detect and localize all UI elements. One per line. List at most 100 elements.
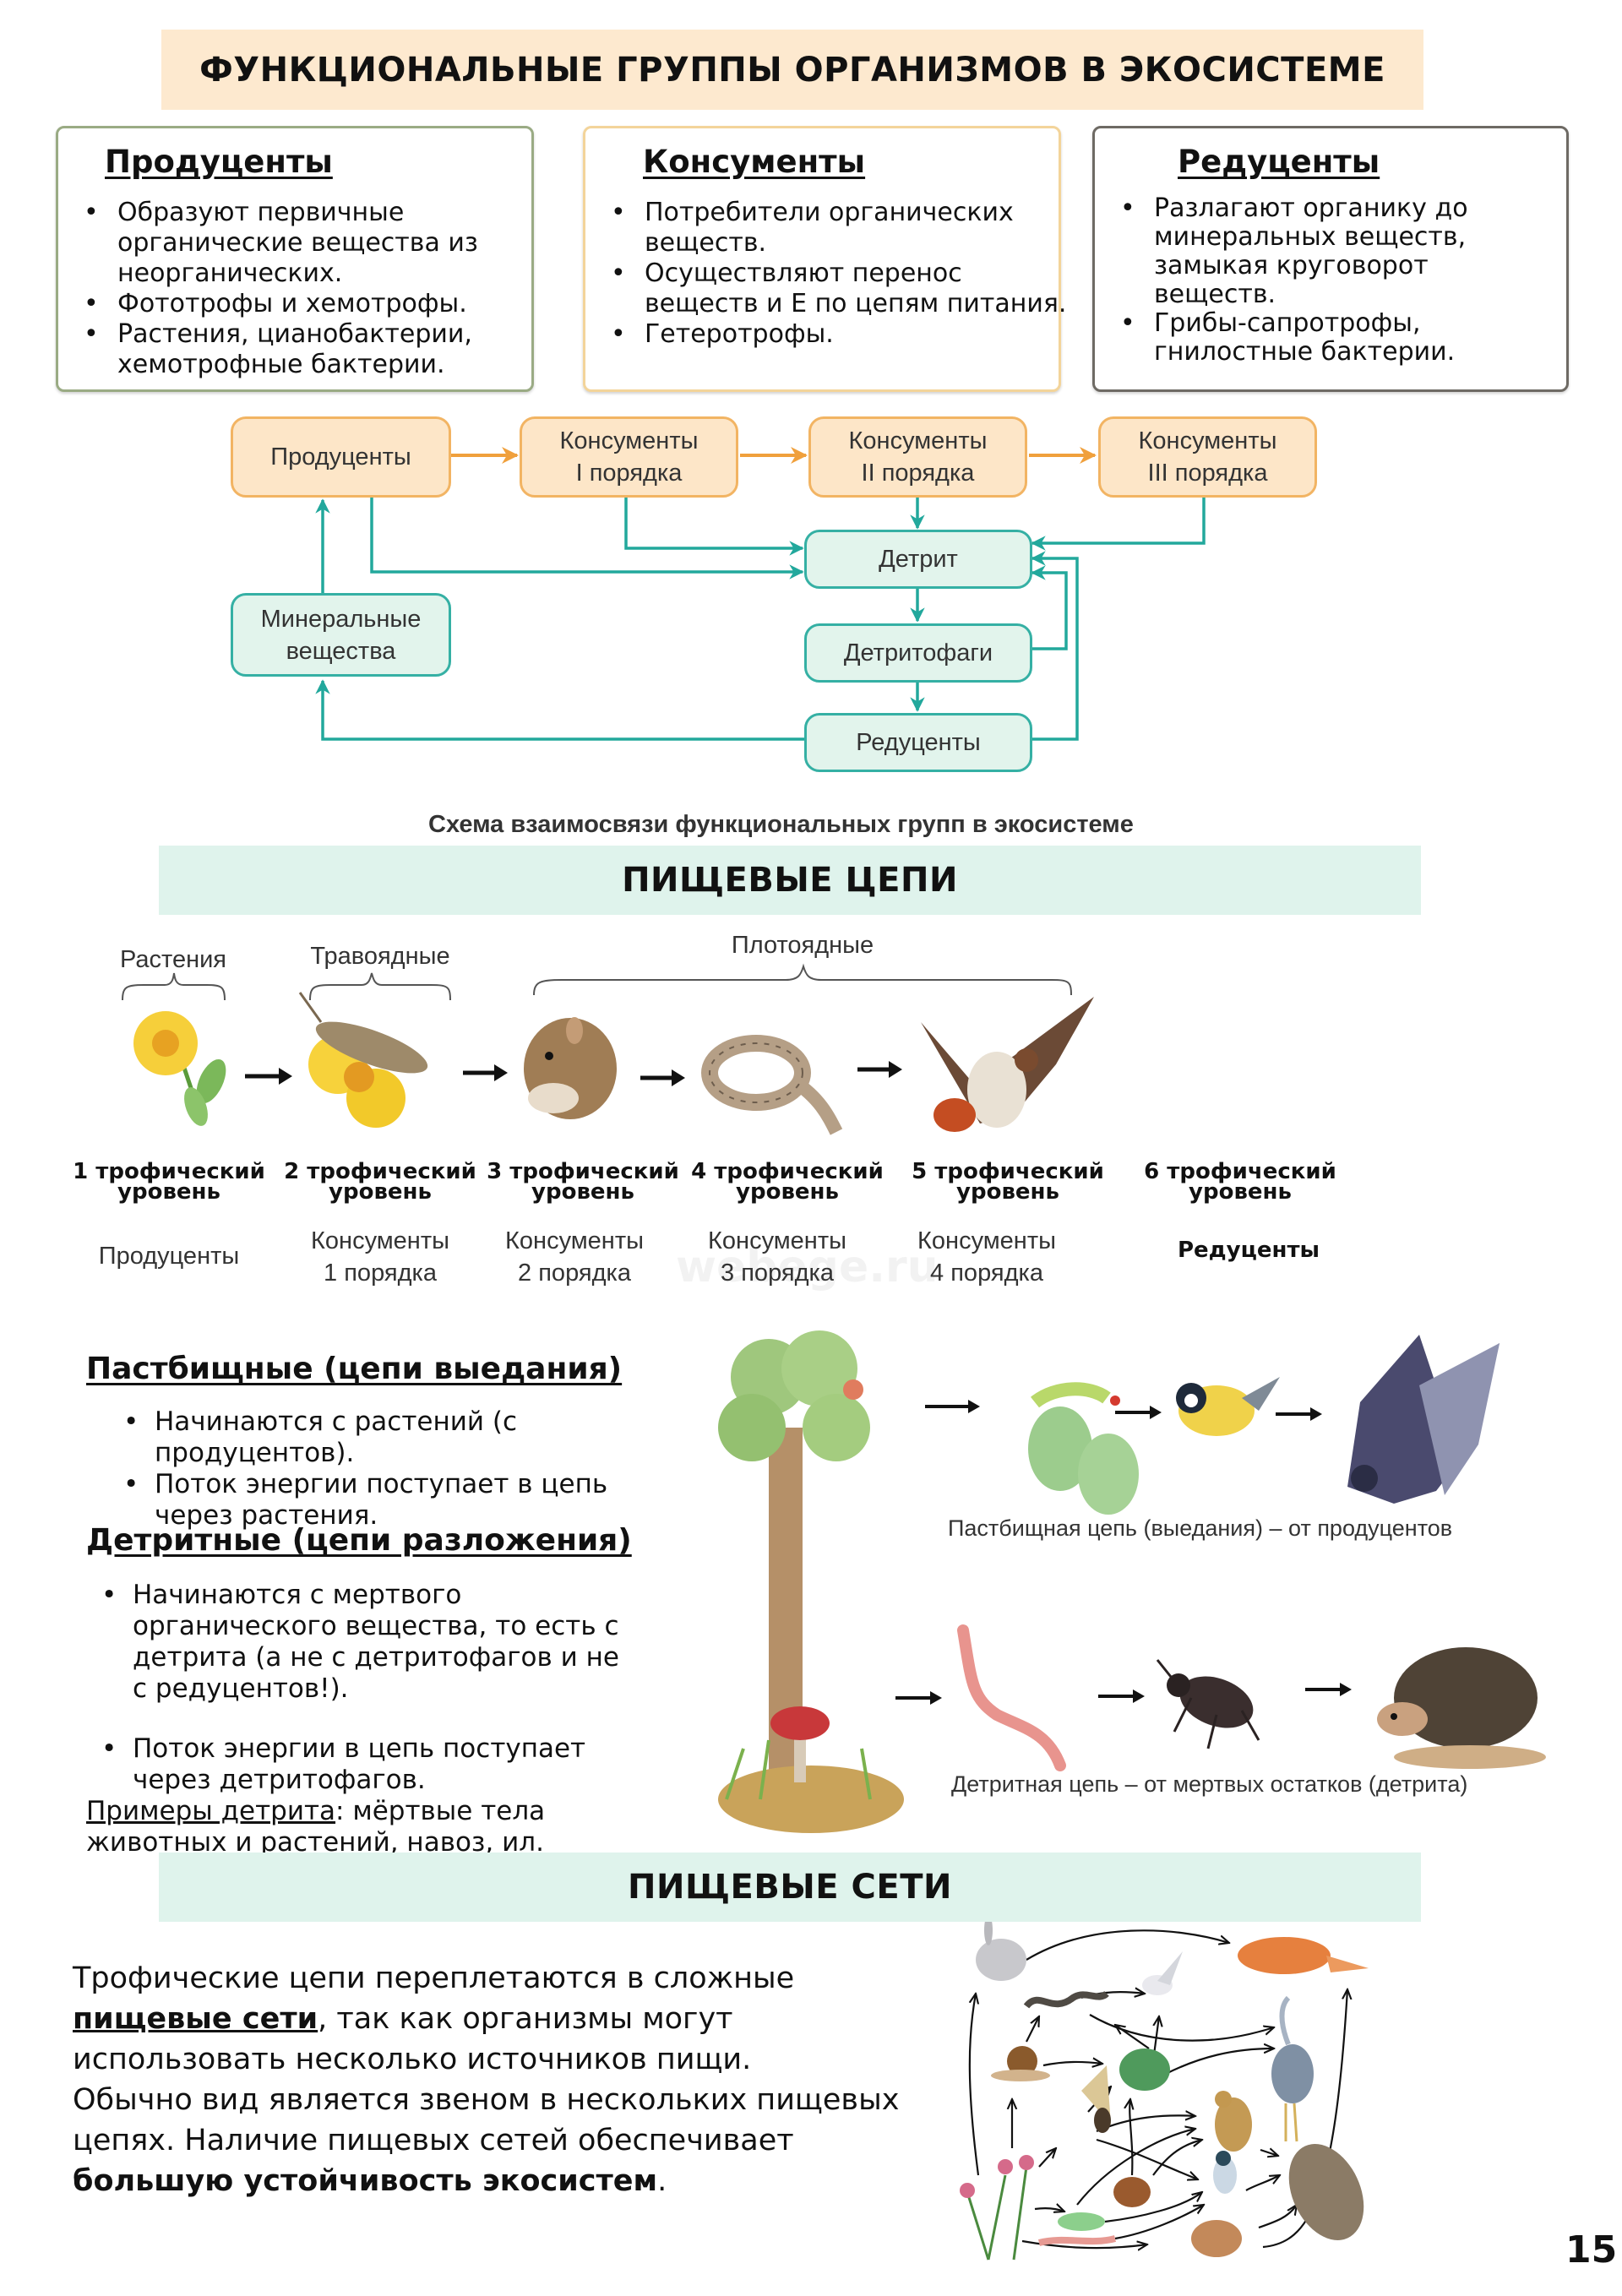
- web-arrow: [1076, 2129, 1195, 2206]
- web-arrow: [1089, 2014, 1274, 2042]
- hawk-icon: [1288, 2144, 1364, 2240]
- web-arrow: [1115, 2025, 1150, 2049]
- decomposers-list: Разлагают органику до минеральных вещест…: [1095, 194, 1475, 367]
- arrow-detritivores-to-detritus: [1031, 565, 1068, 650]
- food-chains-title: ПИЩЕВЫЕ ЦЕПИ: [622, 861, 958, 900]
- detrital-title: Детритные (цепи разложения): [86, 1523, 632, 1558]
- detrital-list: Начинаются с мертвого органического веще…: [86, 1580, 678, 1858]
- web-arrow: [1096, 2115, 1195, 2133]
- decomposers-card: Редуценты Разлагают органику до минераль…: [1092, 126, 1569, 392]
- web-arrow: [1042, 2062, 1102, 2065]
- web-arrow: [1129, 2099, 1132, 2176]
- group-braces: [122, 963, 1072, 1001]
- list-item: Потребители органических веществ.: [585, 198, 1067, 258]
- mushroom-litter-icon: [718, 1706, 904, 1833]
- food-webs-text: Трофические цепи переплетаются в сложные…: [73, 1958, 917, 2201]
- group-label-herbivores: Травоядные: [310, 943, 450, 970]
- mouse-icon: [1191, 2220, 1242, 2257]
- producers-card-title: Продуценты: [105, 144, 333, 180]
- food-webs-paragraph-1: Трофические цепи переплетаются в сложные…: [73, 1961, 795, 2076]
- tit-icon: [1213, 2151, 1237, 2194]
- page-title: ФУНКЦИОНАЛЬНЫЕ ГРУППЫ ОРГАНИЗМОВ В ЭКОСИ…: [199, 50, 1385, 90]
- moth-icon: [1081, 2065, 1111, 2133]
- web-arrow: [1165, 2048, 1274, 2075]
- arrow-producers-to-detritus: [370, 498, 804, 579]
- producers-list: Образуют первичные органические вещества…: [58, 198, 531, 380]
- beetle-icon: [1156, 1659, 1260, 1749]
- arrow-c1-to-detritus: [624, 498, 804, 556]
- list-item: Разлагают органику до минеральных вещест…: [1095, 194, 1475, 309]
- list-item: Образуют первичные органические вещества…: [58, 198, 531, 289]
- list-item: Фототрофы и хемотрофы.: [58, 289, 531, 319]
- hare-icon: [976, 1922, 1026, 1981]
- consumers-card-title: Консументы: [643, 144, 866, 180]
- group-label-plants: Растения: [119, 946, 226, 973]
- food-webs-paragraph-2: Обычно вид является звеном в нескольких …: [73, 2083, 900, 2198]
- list-item: Начинаются с растений (с продуцентов).: [108, 1406, 716, 1469]
- group-label-carnivores: Плотоядные: [731, 932, 874, 959]
- watermark: webege.ru: [676, 1242, 939, 1292]
- food-webs-title: ПИЩЕВЫЕ СЕТИ: [628, 1868, 952, 1907]
- diagram-node-decomposers: Редуценты: [804, 713, 1032, 772]
- clover-icon: [960, 2155, 1034, 2261]
- grazing-title: Пастбищные (цепи выедания): [86, 1352, 623, 1386]
- heron-icon: [1271, 1995, 1314, 2142]
- hawk-icon: [921, 997, 1094, 1132]
- detrital-caption: Детритная цепь – от мертвых остатков (де…: [951, 1771, 1467, 1797]
- flower-icon: [133, 1011, 226, 1126]
- hedgehog-icon: [1377, 1647, 1546, 1769]
- arrow-decomposers-to-minerals: [315, 679, 804, 741]
- tit-icon: [1176, 1377, 1280, 1436]
- web-arrow: [1104, 2192, 1202, 2223]
- falcon-icon: [1347, 1335, 1500, 1504]
- consumers-list: Потребители органических веществ. Осущес…: [585, 198, 1067, 350]
- role-6: Редуценты: [1177, 1238, 1320, 1263]
- web-arrow: [1096, 2138, 1198, 2179]
- food-chains-band: ПИЩЕВЫЕ ЦЕПИ: [159, 846, 1421, 915]
- web-arrow: [1021, 2239, 1147, 2248]
- web-arrow: [1038, 2148, 1056, 2168]
- web-arrow: [1114, 2205, 1204, 2240]
- grazing-list: Начинаются с растений (с продуцентов). П…: [108, 1406, 716, 1532]
- diagram-node-detritus: Детрит: [804, 530, 1032, 589]
- web-arrow: [968, 1994, 978, 2176]
- producers-card: Продуценты Образуют первичные органическ…: [56, 126, 534, 392]
- grazing-caption: Пастбищная цепь (выедания) – от продуцен…: [948, 1515, 1452, 1541]
- gull-icon: [1142, 1951, 1183, 1995]
- snail-icon: [991, 2046, 1050, 2081]
- web-arrow: [1026, 1929, 1229, 1961]
- grasshopper-icon: [298, 992, 428, 1128]
- food-chain-illustrations: [133, 992, 1094, 1135]
- list-item: Грибы-сапротрофы, гнилостные бактерии.: [1095, 309, 1475, 367]
- web-arrow: [1026, 2016, 1039, 2043]
- decomposers-card-title: Редуценты: [1178, 144, 1380, 180]
- grass-snake-icon: [1023, 1990, 1109, 2009]
- arrow-decomposers-to-detritus: [1031, 551, 1079, 741]
- web-arrow: [1034, 2208, 1064, 2212]
- consumers-card: Консументы Потребители органических веще…: [583, 126, 1066, 392]
- arrow-c3-to-detritus: [1031, 498, 1206, 551]
- frog-icon: [1119, 2048, 1170, 2091]
- snake-icon: [701, 1035, 843, 1135]
- earthworm-icon: [1037, 2235, 1117, 2246]
- fox-icon: [1238, 1937, 1369, 1974]
- mouse-icon: [524, 1017, 617, 1119]
- diagram-node-detritivores: Детритофаги: [804, 623, 1032, 683]
- list-item: Растения, цианобактерии, хемотрофные бак…: [58, 319, 531, 380]
- earthworm-icon: [957, 1624, 1066, 1771]
- page-title-band: ФУНКЦИОНАЛЬНЫЕ ГРУППЫ ОРГАНИЗМОВ В ЭКОСИ…: [161, 30, 1423, 110]
- list-item: Осуществляют перенос веществ и Е по цепя…: [585, 258, 1067, 319]
- web-arrow: [1258, 2205, 1297, 2229]
